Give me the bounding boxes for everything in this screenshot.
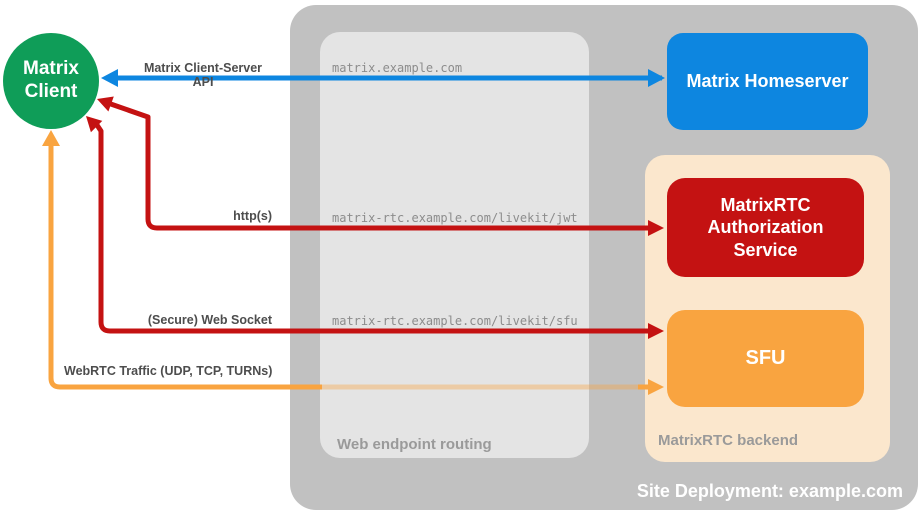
websocket-label: (Secure) Web Socket xyxy=(147,313,272,327)
webrtc-traffic-label: WebRTC Traffic (UDP, TCP, TURNs) xyxy=(64,364,273,378)
client-server-api-label: Matrix Client-Server API xyxy=(143,61,263,89)
sfu-label: SFU xyxy=(745,347,786,369)
https-label: http(s) xyxy=(233,209,272,223)
endpoint-livekit-sfu: matrix-rtc.example.com/livekit/sfu xyxy=(332,314,578,328)
sfu-node: SFU xyxy=(667,310,864,407)
matrix-client-label: Matrix Client xyxy=(23,58,79,102)
matrixrtc-backend-label: MatrixRTC backend xyxy=(658,432,799,449)
matrix-client-node: Matrix Client xyxy=(3,33,99,129)
web-endpoint-routing-container xyxy=(320,32,589,458)
web-endpoint-routing-label: Web endpoint routing xyxy=(337,436,492,453)
site-deployment-label: Site Deployment: example.com xyxy=(636,481,903,501)
arrowhead-webrtc-client xyxy=(42,130,60,146)
matrix-homeserver-label: Matrix Homeserver xyxy=(686,71,849,91)
webrtc-line-left xyxy=(48,144,322,390)
matrixrtc-auth-service-label: MatrixRTC Authorization Service xyxy=(707,194,824,260)
arrowhead-https-client xyxy=(97,96,114,112)
endpoint-livekit-jwt: matrix-rtc.example.com/livekit/jwt xyxy=(332,211,578,225)
arrowhead-websocket-client xyxy=(86,116,103,133)
arrowhead-api-client xyxy=(101,69,118,87)
endpoint-matrix-example-com: matrix.example.com xyxy=(332,61,463,75)
matrixrtc-auth-service-node: MatrixRTC Authorization Service xyxy=(667,178,864,277)
matrix-homeserver-node: Matrix Homeserver xyxy=(667,33,868,130)
